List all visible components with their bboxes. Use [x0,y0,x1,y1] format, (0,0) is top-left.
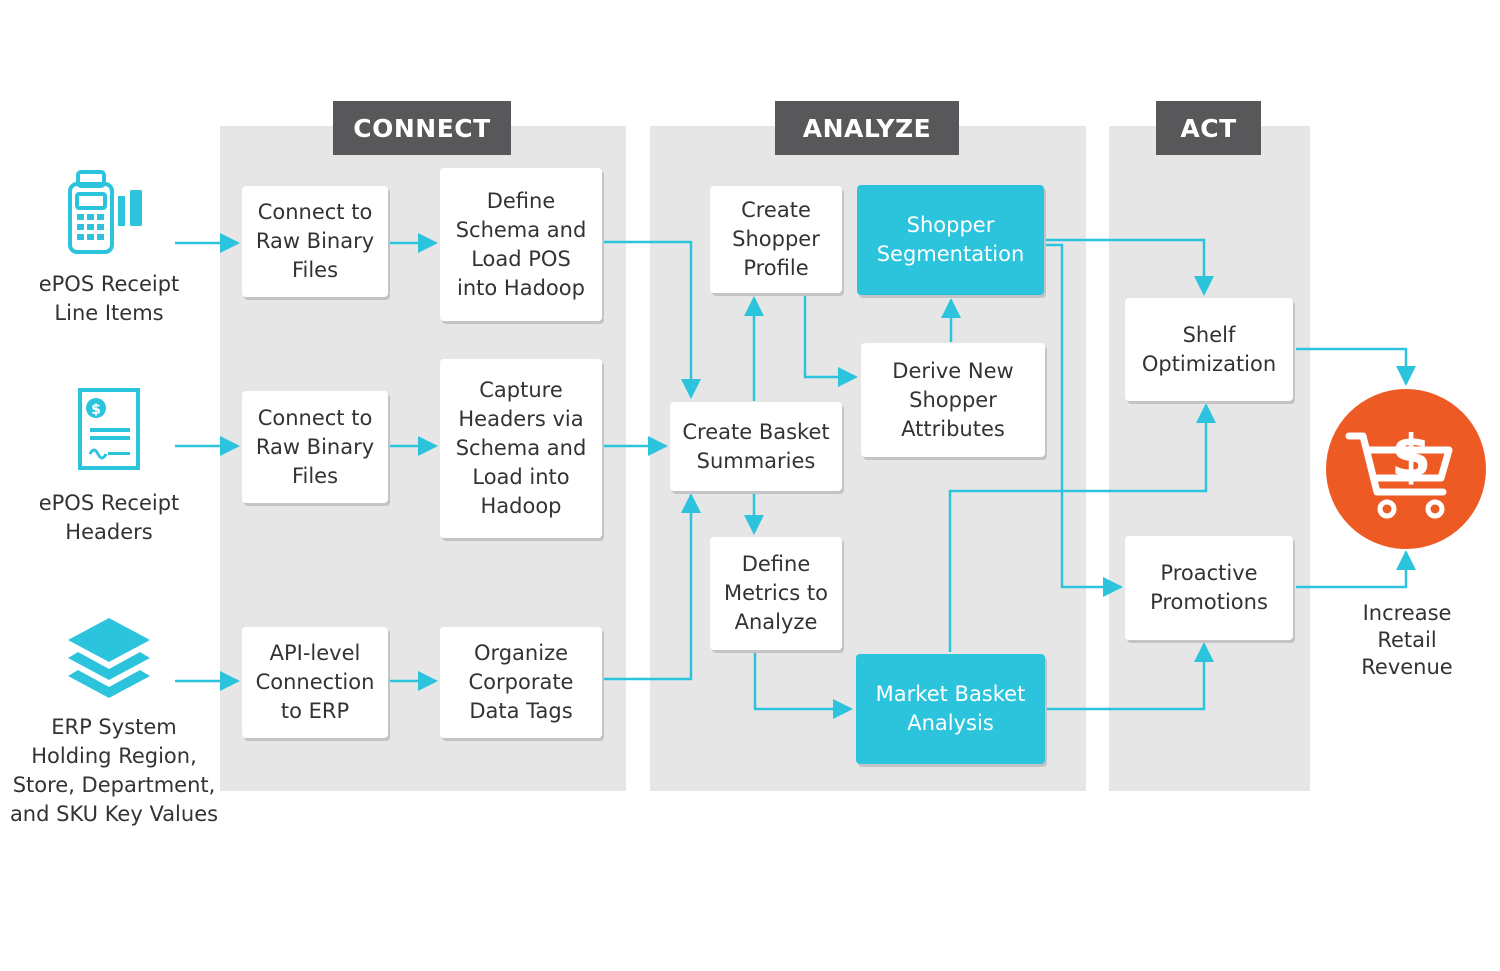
act-header: ACT [1156,101,1261,155]
arrow-profile-to-derive [803,294,858,387]
svg-text:$: $ [91,402,101,418]
arrow-segmentation-to-promotions [1046,243,1123,597]
connect-raw-files-1-box: Connect to Raw Binary Files [242,186,388,297]
capture-headers-box: Capture Headers via Schema and Load into… [440,359,602,538]
receipt-icon: $ [78,388,140,470]
arrow-segmentation-to-shelf [1046,238,1214,296]
arrow-market-to-promotions [1046,642,1214,711]
source-label-headers: ePOS Receipt Headers [38,491,180,544]
arrow-row1-to-basket [604,240,701,399]
create-shopper-profile-box: Create Shopper Profile [710,186,842,293]
derive-shopper-attributes-box: Derive New Shopper Attributes [861,343,1045,457]
shelf-optimization-box: Shelf Optimization [1125,298,1293,401]
act-panel [1109,126,1310,791]
market-basket-analysis-box: Market Basket Analysis [856,654,1045,764]
define-schema-load-pos-box: Define Schema and Load POS into Hadoop [440,168,602,321]
source-label-line-items: ePOS Receipt Line Items [38,272,180,325]
connect-raw-files-2-box: Connect to Raw Binary Files [242,391,388,503]
api-connection-erp-box: API-level Connection to ERP [242,627,388,738]
arrow-promotions-to-outcome [1296,550,1416,589]
define-metrics-box: Define Metrics to Analyze [710,537,842,650]
shopper-segmentation-box: Shopper Segmentation [857,185,1044,295]
create-basket-summaries-box: Create Basket Summaries [670,402,842,491]
organize-data-tags-box: Organize Corporate Data Tags [440,627,602,738]
pos-terminal-icon [68,170,142,254]
layers-icon [68,618,150,698]
proactive-promotions-box: Proactive Promotions [1125,536,1293,640]
arrow-row3-to-basket [604,493,701,681]
connect-header: CONNECT [333,101,511,155]
arrow-market-to-shelf [948,403,1216,652]
outcome-label: Increase Retail Revenue [1361,601,1453,679]
svg-text:$: $ [1391,422,1431,490]
source-label-erp: ERP System Holding Region, Store, Depart… [9,715,219,826]
arrow-metrics-to-market [753,651,853,719]
arrow-shelf-to-outcome [1296,347,1416,386]
shopping-cart-dollar-icon: $ [1326,389,1486,549]
analyze-header: ANALYZE [775,101,959,155]
